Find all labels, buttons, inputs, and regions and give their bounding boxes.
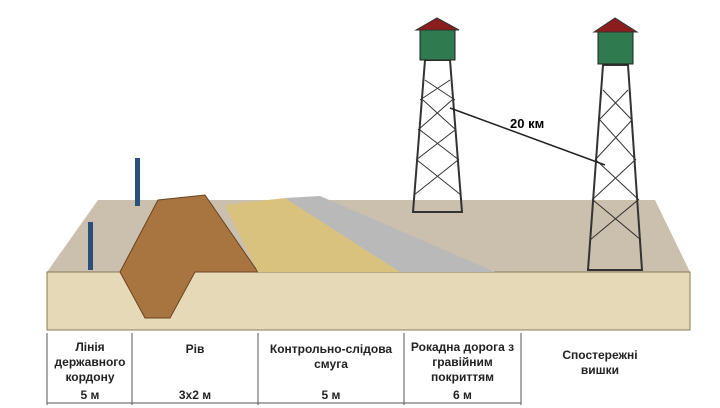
- zone-width-road: 6 м: [453, 388, 472, 402]
- distance-label: 20 км: [510, 116, 545, 131]
- control-strip: [225, 198, 400, 272]
- watchtower-1: [411, 17, 464, 213]
- zone-width-control-strip: 5 м: [321, 388, 341, 402]
- dimension-lines: [46, 333, 522, 405]
- border-post-1: [88, 222, 93, 270]
- watchtower-2: [586, 17, 644, 271]
- zone-label-towers: Спостережні вишки: [562, 348, 638, 377]
- zone-label-border-line: Лінія державного кордону: [54, 340, 126, 384]
- gravel-road: [285, 196, 495, 272]
- border-post-2: [135, 158, 140, 206]
- zone-width-border-line: 5 м: [80, 388, 100, 402]
- zone-width-ditch: 3х2 м: [178, 388, 212, 402]
- ditch: [119, 194, 259, 319]
- zone-label-road: Рокадна дорога з гравійним покриттям: [410, 340, 515, 384]
- distance-line: [449, 107, 606, 166]
- zone-label-control-strip: Контрольно-слідова смуга: [269, 342, 393, 371]
- zone-label-ditch: Рів: [185, 342, 205, 356]
